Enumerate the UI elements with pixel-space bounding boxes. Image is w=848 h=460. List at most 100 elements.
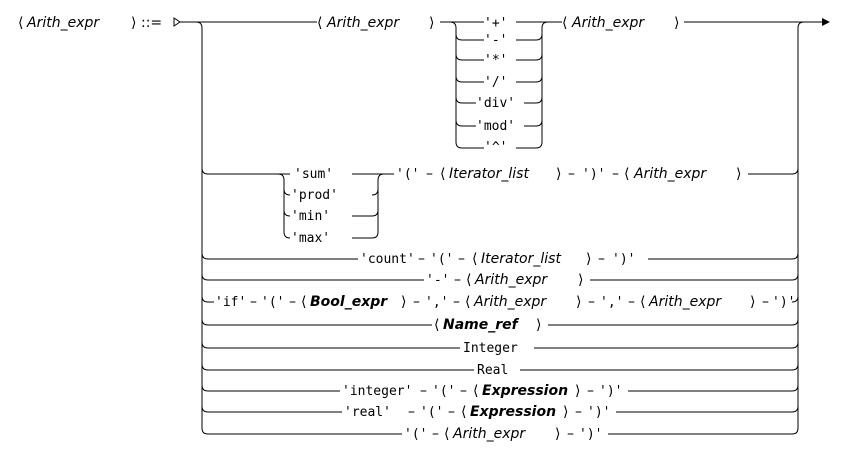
int-conv-keyword: 'integer' bbox=[342, 384, 412, 399]
svg-text:⟨: ⟨ bbox=[317, 15, 322, 31]
exit-arrow bbox=[822, 18, 830, 26]
svg-text:–: – bbox=[628, 294, 635, 310]
agg-max: 'max' bbox=[291, 231, 330, 246]
svg-text:⟩: ⟩ bbox=[563, 404, 568, 420]
real-conv-keyword: 'real' bbox=[344, 405, 391, 420]
if-then-expr: Arith_expr bbox=[473, 294, 547, 310]
branch-if: 'if' – '(' – ⟨ Bool_expr ⟩ – ',' – ⟨ Ari… bbox=[201, 294, 799, 310]
int-conv-close-paren: ')' bbox=[599, 384, 622, 399]
svg-text:–: – bbox=[420, 383, 427, 399]
svg-text:⟨: ⟨ bbox=[461, 404, 466, 420]
op-plus: '+' bbox=[484, 16, 507, 31]
lhs-close-bracket: ⟩ bbox=[131, 15, 136, 31]
op-divide: '/' bbox=[484, 75, 507, 90]
svg-text:⟨: ⟨ bbox=[465, 294, 470, 310]
svg-text:⟩: ⟩ bbox=[555, 426, 560, 442]
if-comma-1: ',' bbox=[425, 295, 448, 310]
svg-text:⟩: ⟩ bbox=[586, 251, 591, 267]
svg-text:–: – bbox=[432, 426, 439, 442]
if-comma-2: ',' bbox=[600, 295, 623, 310]
svg-text:⟨: ⟨ bbox=[440, 166, 445, 182]
svg-text:–: – bbox=[448, 404, 455, 420]
count-open-paren: '(' bbox=[430, 252, 453, 267]
agg-open-paren: '(' bbox=[396, 167, 419, 182]
right-rail bbox=[791, 21, 805, 435]
agg-prod: 'prod' bbox=[291, 188, 338, 203]
svg-text:⟩: ⟩ bbox=[536, 317, 541, 333]
branch-aggregate: 'sum' 'prod' 'min' 'max' '(' – ⟨ Iterato… bbox=[201, 166, 799, 246]
svg-text:⟩: ⟩ bbox=[556, 166, 561, 182]
svg-text:⟩: ⟩ bbox=[750, 294, 755, 310]
svg-text:⟨: ⟨ bbox=[473, 383, 478, 399]
svg-text:–: – bbox=[568, 166, 575, 182]
real-conv-open-paren: '(' bbox=[420, 405, 443, 420]
svg-text:–: – bbox=[418, 251, 425, 267]
svg-text:⟩: ⟩ bbox=[578, 272, 583, 288]
real-conv-close-paren: ')' bbox=[587, 405, 610, 420]
svg-text:–: – bbox=[289, 294, 296, 310]
real-literal: Real bbox=[477, 363, 508, 378]
agg-arith-expr: Arith_expr bbox=[633, 166, 707, 182]
paren-arith-expr: Arith_expr bbox=[452, 426, 526, 442]
svg-text:–: – bbox=[598, 251, 605, 267]
entry-marker bbox=[173, 17, 181, 27]
svg-text:⟨: ⟨ bbox=[640, 294, 645, 310]
svg-text:⟩: ⟩ bbox=[576, 294, 581, 310]
left-rail bbox=[195, 21, 209, 435]
paren-close: ')' bbox=[579, 427, 602, 442]
svg-text:⟩: ⟩ bbox=[674, 15, 679, 31]
op-div: 'div' bbox=[476, 96, 515, 111]
assign-symbol: ::= bbox=[141, 15, 162, 31]
svg-text:⟨: ⟨ bbox=[301, 294, 306, 310]
branch-integer-conversion: 'integer' – '(' – ⟨ Expression ⟩ – ')' bbox=[201, 383, 799, 399]
svg-text:⟩: ⟩ bbox=[736, 166, 741, 182]
svg-text:–: – bbox=[408, 404, 415, 420]
rule-head: ⟨ Arith_expr ⟩ ::= bbox=[18, 15, 162, 31]
branch-binop: ⟨ Arith_expr ⟩ '+' '-' '*' '/' 'div' 'mo… bbox=[196, 15, 804, 155]
name-ref: Name_ref bbox=[443, 317, 520, 333]
svg-text:–: – bbox=[460, 383, 467, 399]
svg-text:⟨: ⟨ bbox=[466, 272, 471, 288]
branch-name-ref: ⟨ Name_ref ⟩ bbox=[201, 317, 799, 333]
branch-count: 'count' – '(' – ⟨ Iterator_list ⟩ – ')' bbox=[201, 251, 799, 267]
binop-left: Arith_expr bbox=[326, 15, 400, 31]
neg-operator: '-' bbox=[426, 273, 449, 288]
real-conv-expression: Expression bbox=[470, 404, 556, 420]
svg-text:⟨: ⟨ bbox=[472, 251, 477, 267]
svg-text:–: – bbox=[575, 404, 582, 420]
branch-negation: '-' – ⟨ Arith_expr ⟩ bbox=[201, 272, 799, 288]
op-minus: '-' bbox=[484, 33, 507, 48]
svg-text:⟨: ⟨ bbox=[562, 15, 567, 31]
count-keyword: 'count' bbox=[360, 252, 415, 267]
svg-text:–: – bbox=[453, 294, 460, 310]
svg-text:–: – bbox=[250, 294, 257, 310]
binop-right: Arith_expr bbox=[571, 15, 645, 31]
svg-text:–: – bbox=[567, 426, 574, 442]
integer-literal: Integer bbox=[463, 341, 518, 356]
svg-text:⟩: ⟩ bbox=[401, 294, 406, 310]
svg-text:⟨: ⟨ bbox=[444, 426, 449, 442]
lhs-nonterminal: Arith_expr bbox=[26, 15, 100, 31]
lhs-open-bracket: ⟨ bbox=[18, 15, 23, 31]
agg-close-paren: ')' bbox=[582, 167, 605, 182]
op-mod: 'mod' bbox=[476, 119, 515, 134]
if-close-paren: ')' bbox=[772, 295, 795, 310]
svg-text:–: – bbox=[762, 294, 769, 310]
svg-text:–: – bbox=[413, 294, 420, 310]
branch-real: Real bbox=[201, 363, 799, 378]
op-power: '^' bbox=[484, 140, 507, 155]
agg-min: 'min' bbox=[291, 209, 330, 224]
svg-text:–: – bbox=[426, 166, 433, 182]
branch-parenthesized: '(' – ⟨ Arith_expr ⟩ – ')' bbox=[208, 426, 792, 442]
if-open-paren: '(' bbox=[261, 295, 284, 310]
svg-text:–: – bbox=[454, 272, 461, 288]
branch-integer: Integer bbox=[201, 341, 799, 356]
count-close-paren: ')' bbox=[612, 252, 635, 267]
int-conv-open-paren: '(' bbox=[432, 384, 455, 399]
svg-text:–: – bbox=[587, 383, 594, 399]
svg-text:–: – bbox=[458, 251, 465, 267]
op-times: '*' bbox=[484, 53, 507, 68]
paren-open: '(' bbox=[404, 427, 427, 442]
